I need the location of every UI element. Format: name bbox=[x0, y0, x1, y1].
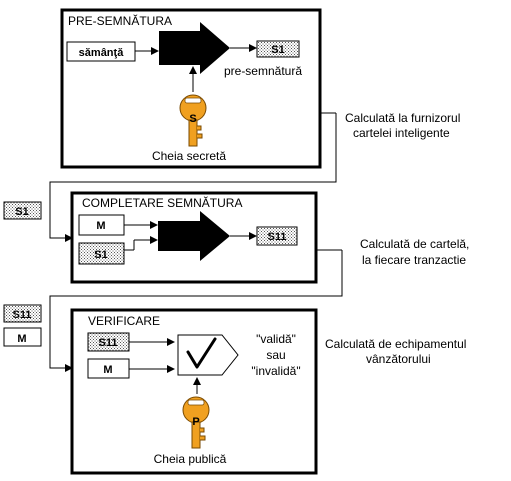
stage-pre-signature: PRE-SEMNĂTURA sămânţă S1 pre-semnătură S… bbox=[60, 8, 322, 169]
note3-line1: Calculată de echipamentul bbox=[325, 337, 466, 351]
s1-input-box bbox=[78, 242, 125, 265]
secret-key-letter: S bbox=[189, 113, 196, 125]
incoming-s1-label: S1 bbox=[15, 206, 28, 218]
stage-verification: VERIFICARE S11 M "validă" sau "invalidă"… bbox=[70, 308, 318, 475]
s11-output-label: S11 bbox=[268, 231, 287, 243]
stage1-title: PRE-SEMNĂTURA bbox=[68, 13, 172, 28]
public-key-caption: Cheia publică bbox=[154, 452, 227, 466]
note2-line2: la fiecare tranzactie bbox=[362, 253, 466, 267]
public-key-letter: P bbox=[192, 416, 199, 428]
note2-line1: Calculată de cartelă, bbox=[360, 237, 469, 251]
m-input-label: M bbox=[96, 220, 105, 232]
verify-box bbox=[177, 334, 239, 376]
result-valid: "validă" bbox=[256, 332, 296, 346]
public-key-icon: P bbox=[182, 396, 210, 449]
s1-output-box bbox=[256, 40, 300, 58]
incoming-m-label: M bbox=[17, 333, 26, 345]
note1-line1: Calculată la furnizorul bbox=[345, 111, 460, 125]
checkmark-icon bbox=[186, 337, 217, 369]
seed-label: sămânţă bbox=[79, 47, 125, 59]
incoming-s11-box bbox=[3, 304, 42, 323]
secret-key-icon: S bbox=[179, 94, 207, 147]
stage3-title: VERIFICARE bbox=[88, 314, 160, 328]
incoming-s11-label: S11 bbox=[13, 309, 32, 321]
s1-input-label: S1 bbox=[94, 249, 107, 261]
s11-output-box bbox=[256, 226, 298, 246]
result-invalid: "invalidă" bbox=[251, 364, 300, 378]
secret-key-caption: Cheia secretă bbox=[152, 149, 226, 163]
stage-signature-completion: COMPLETARE SEMNĂTURA M S1 S11 bbox=[70, 191, 318, 284]
note3-line2: vânzătorului bbox=[366, 352, 431, 366]
stage2-process-arrow bbox=[158, 211, 230, 261]
incoming-m-box bbox=[3, 327, 42, 347]
m-verify-label: M bbox=[103, 364, 112, 376]
note1-line2: cartelei inteligente bbox=[353, 126, 450, 140]
incoming-s1-box bbox=[3, 201, 42, 220]
s1-output-label: S1 bbox=[271, 44, 284, 56]
stage1-process-arrow bbox=[159, 22, 230, 74]
flow-s11-to-stage3 bbox=[49, 250, 343, 372]
result-or: sau bbox=[266, 348, 285, 362]
s11-input-label: S11 bbox=[99, 337, 118, 349]
flow-s1-to-stage2 bbox=[49, 113, 337, 242]
stage2-title: COMPLETARE SEMNĂTURA bbox=[82, 195, 242, 210]
pre-signature-caption: pre-semnătură bbox=[224, 64, 302, 78]
